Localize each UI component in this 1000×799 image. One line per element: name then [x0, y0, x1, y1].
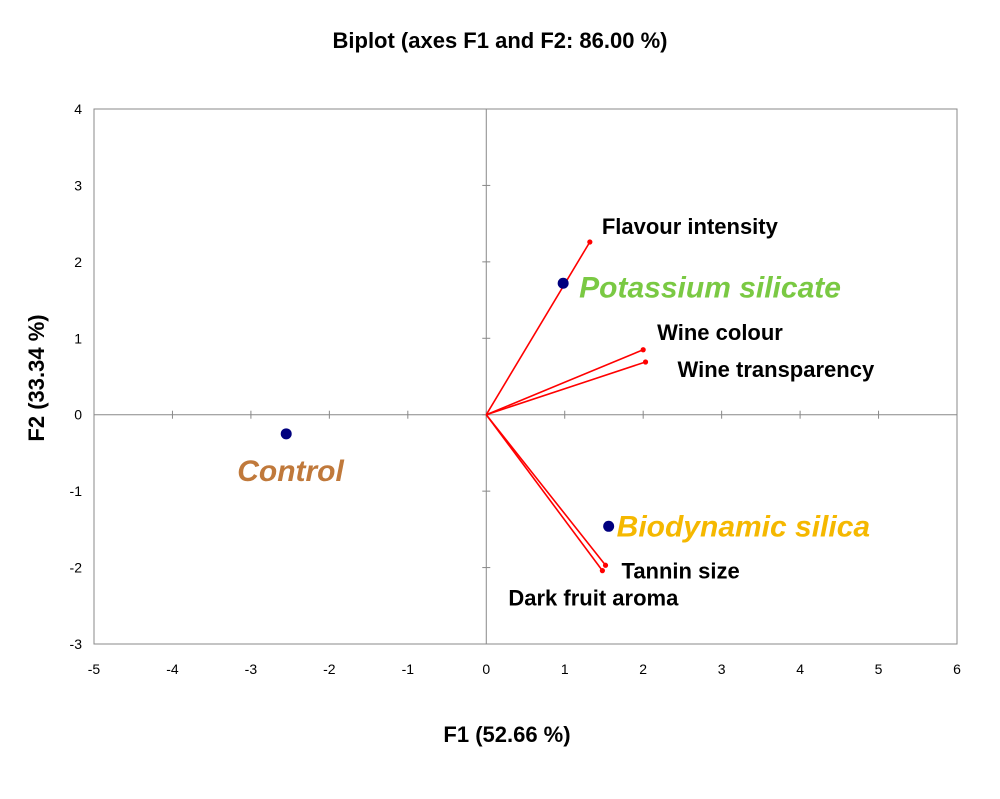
variable-label: Wine colour: [657, 320, 783, 345]
variable-vector: [485, 349, 644, 416]
observation-label: Biodynamic silica: [617, 510, 870, 543]
variable-label: Flavour intensity: [602, 214, 779, 239]
x-axis-ticks: -5 -4 -3 -2 -1 0 1 2 3 4 5 6: [88, 410, 961, 677]
variable-vector-tip: [640, 347, 646, 353]
x-tick-label: 6: [953, 661, 961, 677]
x-tick-label: 3: [718, 661, 726, 677]
variable-label: Wine transparency: [678, 357, 875, 382]
x-tick-label: -2: [323, 661, 336, 677]
variable-vector-tip: [587, 239, 593, 245]
y-axis-label: F2 (33.34 %): [24, 314, 49, 441]
y-tick-label: -1: [70, 483, 83, 499]
variable-vector: [485, 414, 604, 572]
y-tick-label: 2: [74, 254, 82, 270]
x-axis-label: F1 (52.66 %): [443, 722, 570, 747]
x-tick-label: -5: [88, 661, 101, 677]
chart-title: Biplot (axes F1 and F2: 86.00 %): [333, 28, 668, 53]
axes: [94, 109, 957, 644]
observation-point: [603, 520, 615, 532]
y-tick-label: 4: [74, 101, 82, 117]
observation-point: [557, 277, 569, 289]
y-tick-label: 3: [74, 177, 82, 193]
plot-area: [93, 108, 958, 645]
y-axis-ticks: -3 -2 -1 0 1 2 3 4: [70, 101, 491, 652]
variable-vector-tip: [642, 359, 649, 365]
x-tick-label: 5: [875, 661, 883, 677]
variable-vector-tip: [599, 568, 605, 574]
y-tick-label: -3: [70, 636, 83, 652]
x-tick-label: -1: [402, 661, 415, 677]
observation-label: Potassium silicate: [579, 271, 841, 304]
y-tick-label: 1: [74, 330, 82, 346]
x-tick-label: 2: [639, 661, 647, 677]
x-tick-label: -3: [245, 661, 258, 677]
variable-vector: [486, 361, 646, 416]
y-tick-label: 0: [74, 407, 82, 423]
variable-vector-tip: [602, 562, 609, 568]
variable-vector: [485, 241, 591, 416]
x-tick-label: -4: [166, 661, 179, 677]
observation-label: Control: [237, 455, 344, 488]
y-tick-label: -2: [70, 560, 83, 576]
variable-label: Tannin size: [622, 558, 740, 583]
x-tick-label: 0: [482, 661, 490, 677]
variable-vector: [485, 414, 607, 566]
variable-label: Dark fruit aroma: [508, 586, 679, 611]
x-tick-label: 4: [796, 661, 804, 677]
x-tick-label: 1: [561, 661, 569, 677]
observation-point: [280, 428, 292, 440]
